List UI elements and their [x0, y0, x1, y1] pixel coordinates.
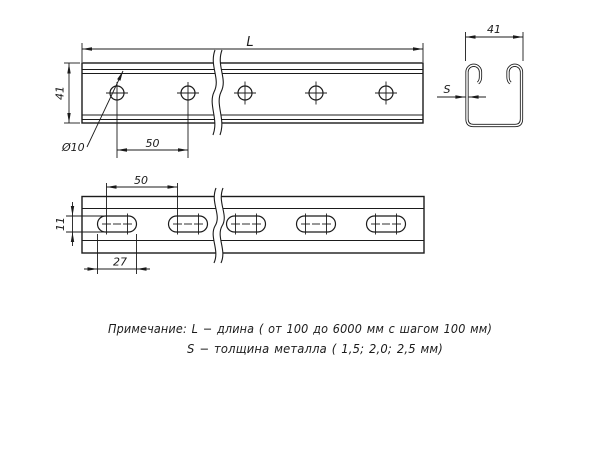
dim-slot-length-27 [84, 234, 150, 274]
dim-hole-pitch-50 [117, 148, 188, 152]
slot-hole [96, 183, 138, 235]
round-hole [375, 81, 397, 105]
note-line-1: Примечание: L − длина ( от 100 до 6000 м… [108, 322, 492, 336]
dim-hole-diameter [86, 70, 124, 148]
round-hole [305, 81, 327, 105]
hole-pitch-label: 50 [146, 137, 160, 150]
section-view: 41 S [437, 23, 524, 128]
thickness-label: S [444, 83, 451, 96]
round-hole [106, 82, 128, 158]
round-hole [234, 81, 256, 105]
section-profile [465, 63, 524, 128]
slot-hole [167, 183, 209, 235]
break-line [212, 187, 225, 264]
dim-thickness-S [437, 95, 486, 99]
dim-slot-width-11 [66, 202, 105, 246]
dim-width-41 [64, 62, 80, 124]
slot-hole [295, 213, 337, 235]
section-width-label: 41 [487, 23, 501, 36]
note-line-2: S − толщина металла ( 1,5; 2,0; 2,5 мм) [187, 342, 443, 356]
dim-length-L [81, 43, 424, 62]
slotted-view-rail [81, 183, 425, 254]
slot-hole [365, 213, 407, 235]
slot-length-label: 27 [113, 256, 127, 269]
dim-slot-pitch-50 [106, 185, 178, 189]
slot-width-label: 11 [54, 217, 67, 231]
dim-section-41 [465, 32, 524, 61]
slot-pitch-label: 50 [134, 174, 148, 187]
hole-diameter-label: Ø10 [61, 141, 85, 154]
width-dim-label: 41 [54, 86, 67, 100]
break-line [211, 49, 224, 136]
length-dim-label: L [246, 35, 253, 50]
slot-hole [225, 213, 267, 235]
top-view-rail [81, 62, 424, 158]
round-hole [177, 82, 199, 158]
